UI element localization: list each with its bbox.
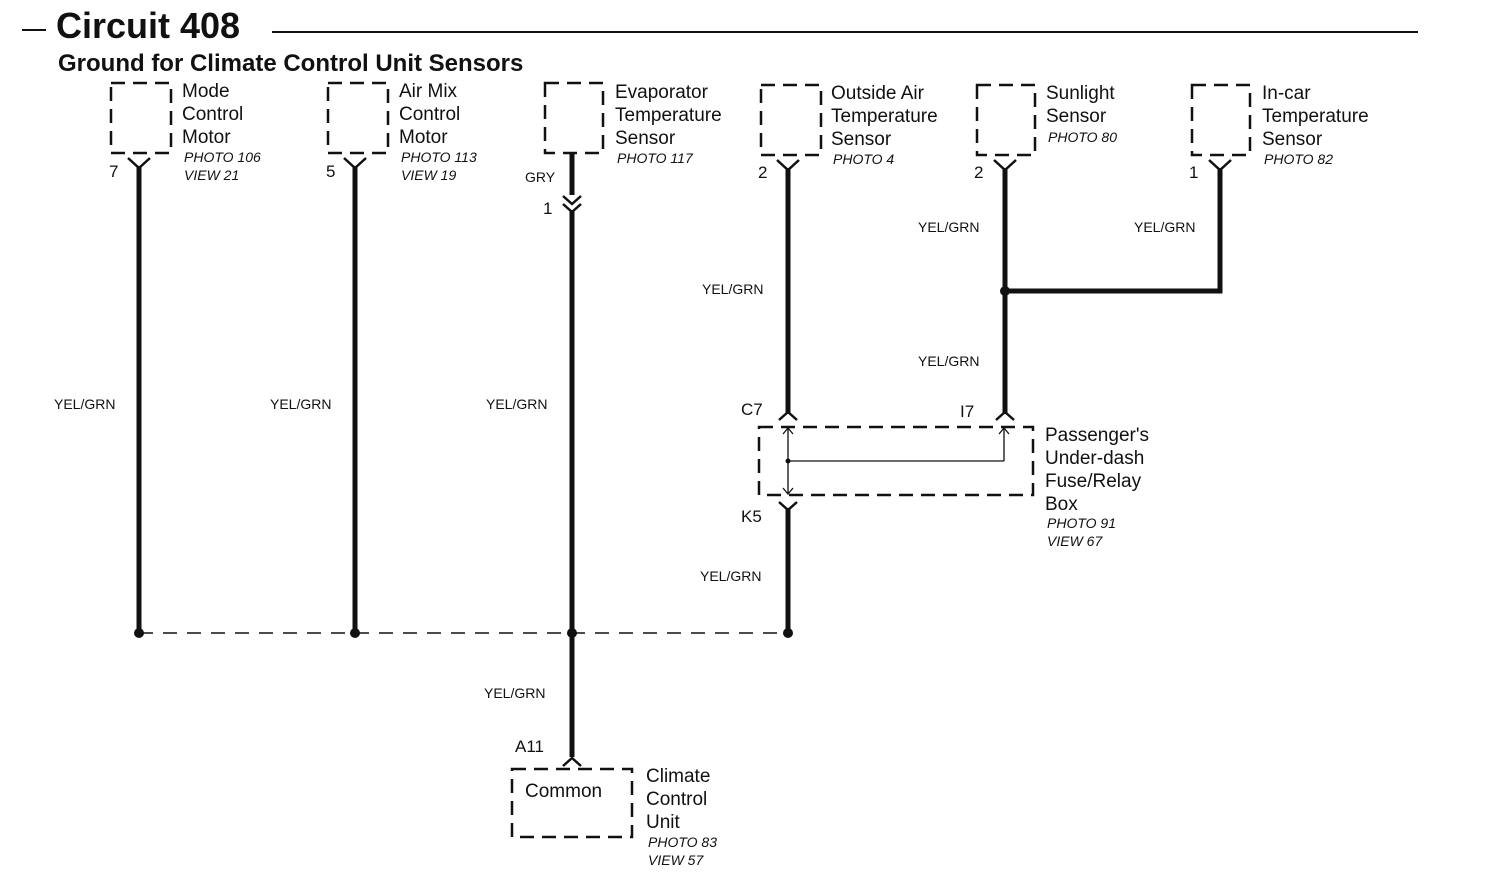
wire-label-airmix: YEL/GRN <box>270 396 331 412</box>
circuit-title: Circuit 408 <box>56 5 240 46</box>
circuit-subtitle: Ground for Climate Control Unit Sensors <box>58 50 523 77</box>
pin-a11: A11 <box>515 737 544 756</box>
wire-label-outside: YEL/GRN <box>702 281 763 297</box>
svg-text:PHOTO 82: PHOTO 82 <box>1264 151 1333 167</box>
pin-c7: C7 <box>741 400 763 419</box>
pin-evap-1: 1 <box>543 199 552 218</box>
splice-sensors <box>1000 286 1010 296</box>
pin-sunlight-2: 2 <box>974 163 983 182</box>
wire-label-sunlight-bottom: YEL/GRN <box>918 353 979 369</box>
wire-label-gry: GRY <box>525 169 556 185</box>
splice-mode <box>134 628 144 638</box>
wire-incar <box>1005 168 1223 294</box>
wire-label-k5: YEL/GRN <box>700 568 761 584</box>
terminal-evap-a <box>562 195 582 206</box>
pin-outside-2: 2 <box>758 163 767 182</box>
splice-evap <box>567 628 577 638</box>
svg-text:PHOTO 80: PHOTO 80 <box>1048 129 1117 145</box>
splice-k5 <box>783 628 793 638</box>
wire-label-evap: YEL/GRN <box>486 396 547 412</box>
terminal-c7 <box>778 410 798 421</box>
wire-label-common: YEL/GRN <box>484 685 545 701</box>
terminal-i7 <box>995 410 1015 421</box>
pin-7: 7 <box>109 162 118 181</box>
terminal-a11 <box>562 756 582 767</box>
pin-i7: I7 <box>960 402 974 421</box>
svg-text:PHOTO 4: PHOTO 4 <box>833 151 894 167</box>
wire-label-incar: YEL/GRN <box>1134 219 1195 235</box>
svg-text:PHOTO 117: PHOTO 117 <box>617 150 694 166</box>
svg-text:Common: Common <box>525 781 602 802</box>
wire-label-sunlight-top: YEL/GRN <box>918 219 979 235</box>
splice-airmix <box>350 628 360 638</box>
wire-label-mode: YEL/GRN <box>54 396 115 412</box>
pin-k5: K5 <box>741 507 762 526</box>
pin-incar-1: 1 <box>1189 163 1198 182</box>
pin-5: 5 <box>326 162 335 181</box>
